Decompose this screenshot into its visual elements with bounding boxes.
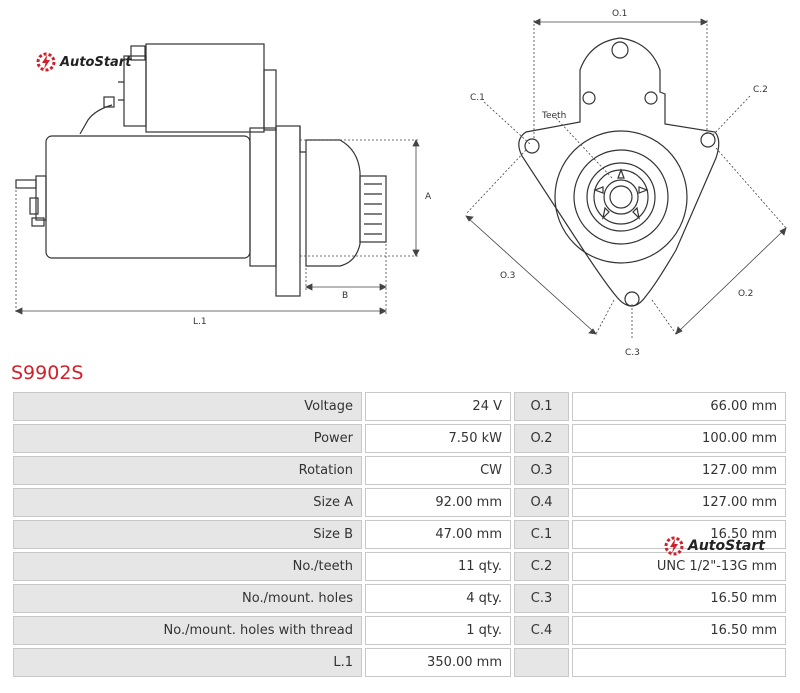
- table-row: No./teeth 11 qty. C.2 UNC 1/2"-13G mm: [13, 552, 786, 581]
- dim-code: C.4: [514, 616, 569, 645]
- dim-value: 127.00 mm: [572, 456, 786, 485]
- dim-label-c2: C.2: [753, 85, 768, 95]
- dim-code: O.2: [514, 424, 569, 453]
- dim-label-b: B: [342, 291, 348, 301]
- spec-value: 11 qty.: [365, 552, 511, 581]
- dim-value: 66.00 mm: [572, 392, 786, 421]
- dim-code: C.2: [514, 552, 569, 581]
- spec-label: Size A: [13, 488, 362, 517]
- spec-value: 350.00 mm: [365, 648, 511, 677]
- spec-value: 24 V: [365, 392, 511, 421]
- front-view-dimensions: [465, 20, 787, 340]
- dim-code: O.4: [514, 488, 569, 517]
- dim-value: [572, 648, 786, 677]
- dim-label-o1: O.1: [612, 9, 627, 19]
- gear-lightning-icon: [36, 52, 56, 72]
- spec-value: CW: [365, 456, 511, 485]
- brand-logo-table: AutoStart: [664, 536, 765, 556]
- spec-label: Voltage: [13, 392, 362, 421]
- front-view-dim-lines: [465, 18, 787, 335]
- front-view-drawing: [518, 37, 720, 307]
- dim-label-c3: C.3: [625, 348, 640, 358]
- spec-label: No./mount. holes: [13, 584, 362, 613]
- dim-code: O.1: [514, 392, 569, 421]
- technical-drawings: A B L.1 O.1 C.1 C.2 Teeth O.3 O.2 C.3: [15, 9, 787, 358]
- spec-label: Size B: [13, 520, 362, 549]
- spec-label: No./mount. holes with thread: [13, 616, 362, 645]
- table-row: L.1 350.00 mm: [13, 648, 786, 677]
- dim-label-o3: O.3: [500, 271, 515, 281]
- dim-value: 127.00 mm: [572, 488, 786, 517]
- spec-value: 92.00 mm: [365, 488, 511, 517]
- side-view-drawing: [15, 43, 387, 297]
- dim-value: 16.50 mm: [572, 520, 786, 549]
- spec-label: L.1: [13, 648, 362, 677]
- product-code: S9902S: [11, 362, 84, 384]
- spec-value: 47.00 mm: [365, 520, 511, 549]
- dim-value: 16.50 mm: [572, 584, 786, 613]
- dim-label-teeth: Teeth: [541, 111, 566, 121]
- table-row: Voltage 24 V O.1 66.00 mm: [13, 392, 786, 421]
- spec-value: 7.50 kW: [365, 424, 511, 453]
- table-row: No./mount. holes with thread 1 qty. C.4 …: [13, 616, 786, 645]
- dim-label-o2: O.2: [738, 289, 753, 299]
- table-row: Size B 47.00 mm C.1 16.50 mm: [13, 520, 786, 549]
- spec-label: Rotation: [13, 456, 362, 485]
- brand-logo-top: AutoStart: [36, 52, 131, 72]
- side-view-dim-lines: [15, 139, 420, 315]
- spec-table: Voltage 24 V O.1 66.00 mm Power 7.50 kW …: [10, 389, 789, 680]
- dim-value: 100.00 mm: [572, 424, 786, 453]
- gear-lightning-icon: [664, 536, 684, 556]
- dim-label-l1: L.1: [193, 317, 207, 327]
- dim-label-c1: C.1: [470, 93, 485, 103]
- dim-label-a: A: [425, 192, 432, 202]
- table-row: Size A 92.00 mm O.4 127.00 mm: [13, 488, 786, 517]
- dim-value: 16.50 mm: [572, 616, 786, 645]
- dim-code: O.3: [514, 456, 569, 485]
- spec-value: 4 qty.: [365, 584, 511, 613]
- table-row: Power 7.50 kW O.2 100.00 mm: [13, 424, 786, 453]
- spec-label: Power: [13, 424, 362, 453]
- dim-code: C.1: [514, 520, 569, 549]
- brand-name: AutoStart: [60, 54, 132, 70]
- brand-name: AutoStart: [688, 538, 765, 554]
- table-row: Rotation CW O.3 127.00 mm: [13, 456, 786, 485]
- table-row: No./mount. holes 4 qty. C.3 16.50 mm: [13, 584, 786, 613]
- side-view-dimensions: [15, 139, 420, 314]
- spec-value: 1 qty.: [365, 616, 511, 645]
- dim-code: [514, 648, 569, 677]
- spec-label: No./teeth: [13, 552, 362, 581]
- dim-code: C.3: [514, 584, 569, 613]
- dim-value: UNC 1/2"-13G mm: [572, 552, 786, 581]
